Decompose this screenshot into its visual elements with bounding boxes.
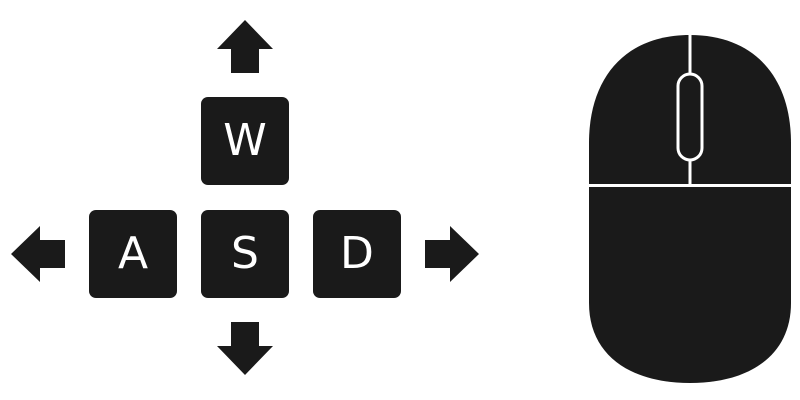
mouse-scroll-wheel bbox=[676, 72, 704, 162]
key-s: S bbox=[201, 210, 289, 298]
key-w: W bbox=[201, 97, 289, 185]
key-s-label: S bbox=[231, 228, 259, 279]
mouse-icon bbox=[585, 33, 795, 383]
arrow-right-icon bbox=[425, 226, 479, 282]
key-a: A bbox=[89, 210, 177, 298]
arrow-down-icon bbox=[217, 322, 273, 375]
key-d: D bbox=[313, 210, 401, 298]
arrow-left-icon bbox=[11, 226, 65, 282]
mouse-body bbox=[589, 35, 791, 383]
key-a-label: A bbox=[117, 228, 149, 279]
key-w-label: W bbox=[223, 115, 267, 166]
key-d-label: D bbox=[340, 228, 374, 279]
arrow-up-icon bbox=[217, 20, 273, 73]
